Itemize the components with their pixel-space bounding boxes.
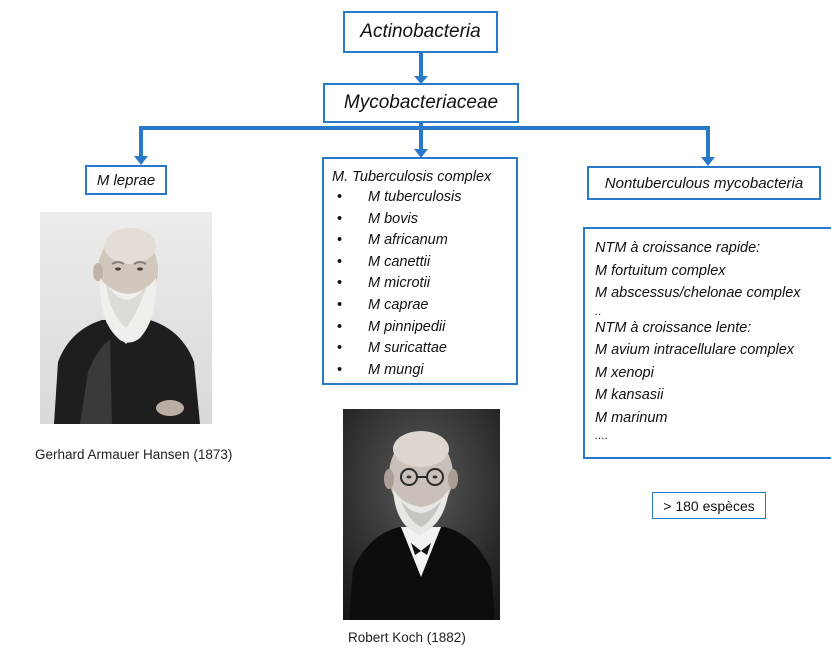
list-item: • M tuberculosis — [332, 187, 508, 209]
root-node-actinobacteria: Actinobacteria — [343, 11, 498, 53]
species-label: M caprae — [368, 296, 429, 313]
ntm-slow-header: NTM à croissance lente: — [595, 319, 752, 336]
species-label: M tuberculosis — [368, 189, 462, 205]
list-item: M marinum — [595, 409, 668, 426]
tb-species-list: • M tuberculosis • M bovis • M africanum • M… — [332, 187, 508, 381]
list-item: • M suricattae — [332, 338, 508, 360]
arrowhead-leprae — [134, 156, 148, 165]
bullet-icon: • — [337, 232, 343, 249]
list-item: M xenopi — [595, 364, 654, 381]
list-item: M avium intracellulare complex — [595, 342, 795, 358]
bullet-icon: • — [337, 189, 343, 205]
list-item: M kansasii — [595, 387, 664, 403]
list-item: • M mungi — [332, 360, 508, 382]
ntm-rapid-header: NTM à croissance rapide: — [595, 240, 761, 256]
hansen-caption: Gerhard Armauer Hansen (1873) — [35, 447, 233, 462]
species-label: M africanum — [368, 232, 448, 249]
hansen-portrait-image — [40, 212, 212, 424]
leprae-node: M leprae — [85, 165, 167, 195]
list-item: • M africanum — [332, 230, 508, 252]
ntm-rapid-ellipsis: .. — [595, 303, 602, 318]
species-label: M pinnipedii — [368, 318, 446, 335]
family-node-mycobacteriaceae: Mycobacteriaceae — [323, 83, 519, 123]
koch-portrait-photo — [343, 409, 500, 620]
species-label: M suricattae — [368, 340, 447, 357]
ntm-slow-ellipsis: .... — [595, 428, 609, 442]
list-item: • M pinnipedii — [332, 317, 508, 339]
list-item: • M caprae — [332, 295, 508, 317]
ntm-label: Nontuberculous mycobacteria — [604, 174, 804, 192]
arrowhead-tb-complex — [414, 149, 428, 158]
list-item: • M bovis — [332, 209, 508, 231]
bullet-icon: • — [337, 318, 343, 335]
family-label: Mycobacteriaceae — [343, 92, 499, 113]
list-item: M fortuitum complex — [595, 262, 726, 279]
list-item: • M canettii — [332, 252, 508, 274]
hansen-portrait-photo — [40, 212, 212, 424]
bullet-icon: • — [337, 275, 343, 292]
bullet-icon: • — [337, 340, 343, 357]
bullet-icon: • — [337, 210, 343, 227]
list-item: • M microtii — [332, 273, 508, 295]
species-count-label: > 180 espèces — [663, 497, 755, 514]
arrowhead-family — [414, 76, 428, 84]
ntm-node: Nontuberculous mycobacteria — [587, 166, 821, 200]
bullet-icon: • — [337, 296, 343, 313]
bullet-icon: • — [337, 361, 343, 378]
arrowhead-ntm — [701, 157, 715, 166]
species-label: M bovis — [368, 210, 418, 227]
tb-complex-node: M. Tuberculosis complex • M tuberculosis … — [322, 157, 518, 385]
species-label: M mungi — [368, 361, 424, 378]
koch-portrait-image — [343, 409, 500, 620]
leprae-label: M leprae — [96, 171, 156, 189]
tb-complex-title: M. Tuberculosis complex — [332, 169, 492, 185]
species-label: M microtii — [368, 275, 431, 292]
root-label: Actinobacteria — [360, 21, 481, 42]
species-label: M canettii — [368, 253, 431, 270]
ntm-species-node: NTM à croissance rapide: M fortuitum com… — [583, 227, 831, 459]
species-count-badge: > 180 espèces — [652, 492, 766, 519]
bullet-icon: • — [337, 253, 343, 270]
koch-caption: Robert Koch (1882) — [348, 630, 466, 645]
list-item: M abscessus/chelonae complex — [595, 285, 801, 301]
